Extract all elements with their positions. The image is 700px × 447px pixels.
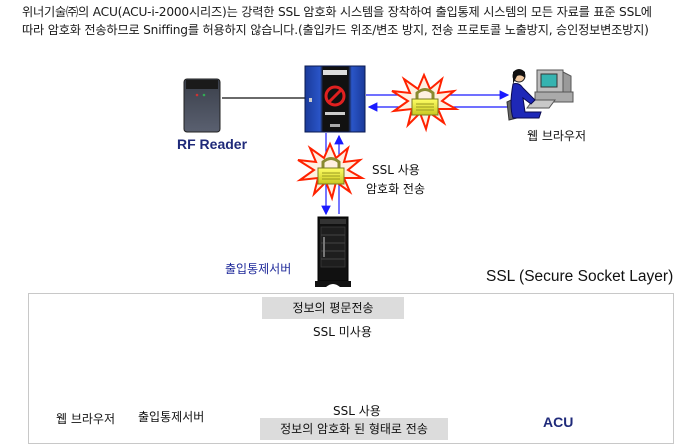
rf-reader-icon xyxy=(183,78,221,133)
intro-paragraph: 위너기술㈜의 ACU(ACU-i-2000시리즈)는 강력한 SSL 암호화 시… xyxy=(22,3,697,39)
intro-line-1: 위너기술㈜의 ACU(ACU-i-2000시리즈)는 강력한 SSL 암호화 시… xyxy=(22,5,652,19)
server-label: 출입통제서버 xyxy=(225,262,292,276)
encrypted-transfer-box: 정보의 암호화 된 형태로 전송 xyxy=(260,418,448,440)
rf-reader-label: RF Reader xyxy=(177,136,248,152)
panel-web-browser-label: 웹 브라우저 xyxy=(56,412,116,426)
panel-server-label: 출입통제서버 xyxy=(138,410,205,424)
panel-acu-label: ACU xyxy=(543,414,574,430)
ssl-use-label: SSL 사용 xyxy=(372,163,420,177)
encrypted-transfer-label: 암호화 전송 xyxy=(366,182,426,196)
server-icon xyxy=(314,216,352,288)
intro-line-2: 따라 암호화 전송하므로 Sniffing를 허용하지 않습니다.(출입카드 위… xyxy=(22,23,649,37)
no-ssl-label: SSL 미사용 xyxy=(313,325,372,339)
acu-device-icon xyxy=(303,64,367,134)
ssl-panel-title: SSL (Secure Socket Layer) xyxy=(486,268,674,285)
web-browser-label: 웹 브라우저 xyxy=(527,129,587,143)
web-browser-user-icon xyxy=(506,68,574,121)
plain-transfer-box: 정보의 평문전송 xyxy=(262,297,404,319)
panel-ssl-use-label: SSL 사용 xyxy=(333,404,381,418)
